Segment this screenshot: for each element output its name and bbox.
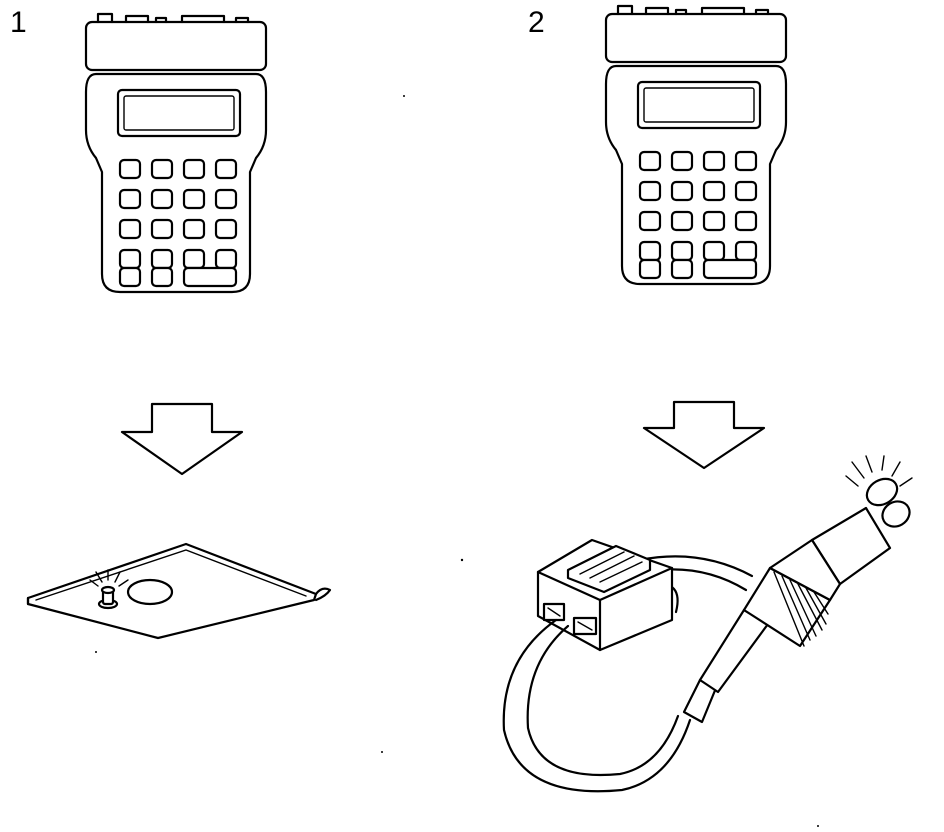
down-arrow-icon [642, 400, 766, 470]
step-number-2: 2 [528, 6, 545, 39]
scan-tool-icon [604, 4, 788, 286]
ground-plate-icon [26, 542, 332, 640]
scan-tool-icon [84, 12, 268, 294]
test-lamp-icon [502, 455, 913, 793]
down-arrow-icon [120, 402, 244, 476]
speckle-marks [95, 95, 819, 827]
connector-icon [536, 538, 754, 652]
scan-tool-1-bottom-keys [118, 266, 238, 288]
step-number-1: 1 [10, 6, 27, 39]
scan-tool-2-bottom-keys [638, 258, 758, 280]
